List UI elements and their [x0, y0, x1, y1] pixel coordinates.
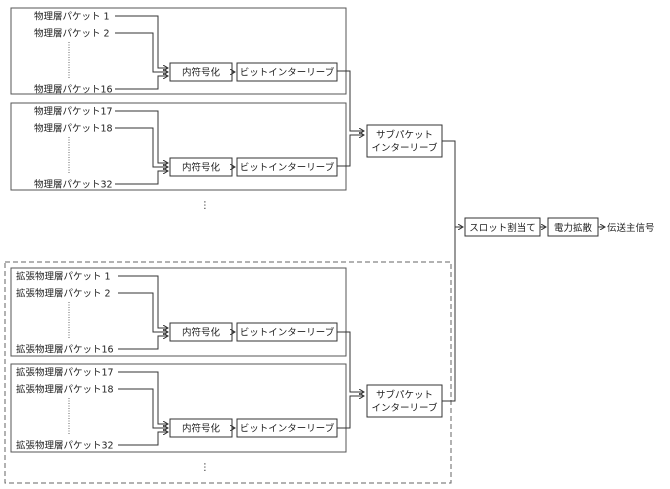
group-frame-extended-2 — [10, 363, 347, 453]
input-connector — [115, 110, 168, 163]
input-packet-label: 拡張物理層パケット16 — [16, 344, 114, 356]
input-packet-label: 物理層パケット32 — [34, 179, 113, 191]
bit-interleaver-label: ビットインターリーブ — [240, 162, 335, 174]
inner-encoder-label: 内符号化 — [182, 67, 221, 79]
input-packet-label: 物理層パケット 1 — [34, 11, 110, 23]
input-packet-label: 物理層パケット 2 — [34, 28, 110, 40]
inner-encoder-label: 内符号化 — [182, 327, 221, 339]
input-connector — [115, 127, 168, 167]
bit-interleaver-label: ビットインターリーブ — [240, 67, 335, 79]
bit-interleaver-label: ビットインターリーブ — [240, 327, 335, 339]
group-frame-physical-1 — [10, 7, 347, 95]
slot-assignment-label: スロット割当て — [469, 222, 536, 234]
connector-group4-to-subpacket2 — [337, 396, 364, 429]
group-physical-2: 物理層パケット17 物理層パケット18 物理層パケット32 内符号化 ビットインターリー… — [34, 106, 338, 191]
input-packet-label: 拡張物理層パケット 2 — [16, 288, 111, 300]
subpacket-interleaver-box-2 — [366, 384, 443, 418]
bit-interleaver-box — [236, 157, 338, 177]
group-extended-1: 拡張物理層パケット 1 拡張物理層パケット 2 拡張物理層パケット16 内符号化 ビット… — [16, 271, 338, 356]
connector-group1-to-subpacket1 — [337, 70, 364, 131]
bit-interleaver-box — [236, 62, 338, 82]
input-connector — [118, 336, 168, 350]
subpacket-interleaver-2-line2: インターリーブ — [372, 402, 438, 414]
subpacket-interleaver-2-line1: サブパケット — [376, 389, 433, 401]
subpacket-interleaver-box-1 — [366, 124, 443, 158]
input-packet-label: 物理層パケット16 — [34, 84, 113, 96]
input-packet-label: 物理層パケット18 — [34, 123, 113, 135]
input-connector — [115, 15, 168, 68]
group-physical-1: 物理層パケット 1 物理層パケット 2 物理層パケット16 内符号化 ビットインターリー… — [34, 11, 338, 96]
output-signal-label: 伝送主信号 — [607, 222, 655, 234]
input-packet-label: 拡張物理層パケット17 — [16, 367, 114, 379]
subpacket-interleaver-1-line1: サブパケット — [376, 129, 433, 141]
group-frame-physical-2 — [10, 102, 347, 191]
group-frame-extended-1 — [10, 267, 347, 357]
ellipsis-extended-groups: ⋮ — [200, 462, 210, 473]
power-spreading-label: 電力拡散 — [554, 222, 593, 234]
input-connector — [115, 171, 168, 185]
input-packet-label: 拡張物理層パケット32 — [16, 440, 114, 452]
connector-group3-to-subpacket2 — [337, 331, 364, 392]
input-packet-label: 拡張物理層パケット18 — [16, 384, 114, 396]
connector-group2-to-subpacket1 — [337, 135, 364, 167]
input-connector — [115, 76, 168, 90]
inner-encoder-label: 内符号化 — [182, 162, 221, 174]
bus-subpacket-to-slot — [442, 140, 456, 402]
extended-layer-frame — [4, 261, 452, 484]
ellipsis-physical-groups: ⋮ — [200, 200, 210, 211]
input-connector — [118, 275, 168, 328]
input-connector — [118, 371, 168, 424]
input-connector — [118, 388, 168, 428]
input-packet-label: 物理層パケット17 — [34, 106, 113, 118]
subpacket-interleaver-1-line2: インターリーブ — [372, 142, 438, 154]
inner-encoder-label: 内符号化 — [182, 423, 221, 435]
input-connector — [118, 432, 168, 446]
input-connector — [118, 292, 168, 332]
input-packet-label: 拡張物理層パケット 1 — [16, 271, 111, 283]
group-extended-2: 拡張物理層パケット17 拡張物理層パケット18 拡張物理層パケット32 内符号化 ビット… — [16, 367, 338, 452]
input-connector — [115, 32, 168, 72]
bit-interleaver-label: ビットインターリーブ — [240, 423, 335, 435]
